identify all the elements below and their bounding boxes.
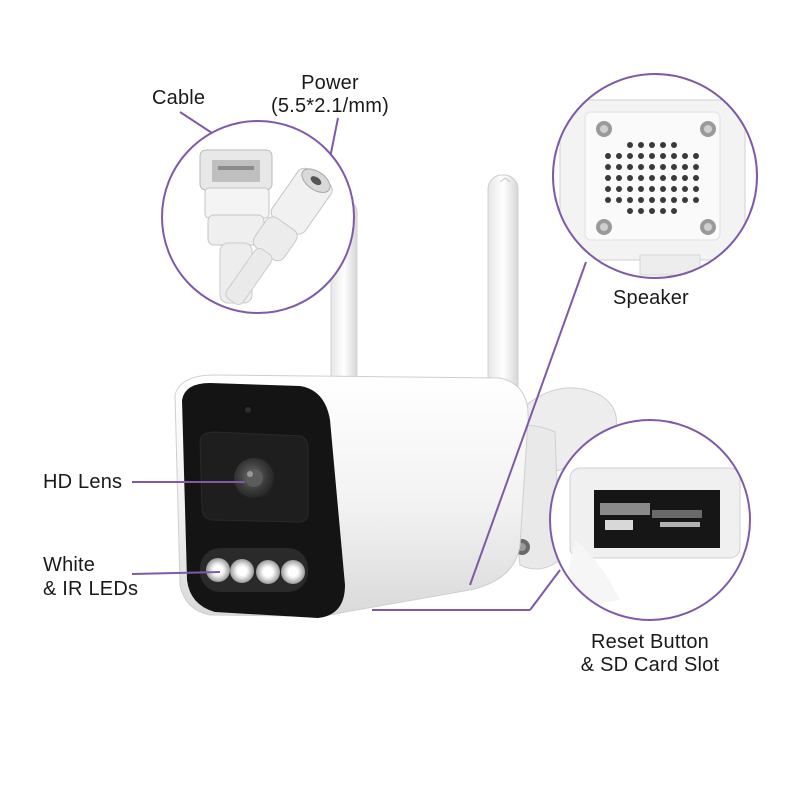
camera-body	[174, 374, 529, 618]
speaker-hole	[638, 175, 644, 181]
cable-label: Cable	[152, 87, 206, 109]
speaker-hole	[660, 197, 666, 203]
reset-label-line1: Reset Button	[590, 631, 710, 653]
speaker-hole	[649, 153, 655, 159]
callout-lines	[131, 111, 587, 611]
speaker-hole	[627, 208, 633, 214]
speaker-hole	[638, 153, 644, 159]
speaker-hole	[693, 164, 699, 170]
speaker-hole	[660, 186, 666, 192]
speaker-hole	[671, 175, 677, 181]
speaker-hole	[627, 142, 633, 148]
speaker-hole	[627, 164, 633, 170]
speaker-hole	[649, 142, 655, 148]
speaker-hole	[616, 197, 622, 203]
speaker-hole	[671, 197, 677, 203]
speaker-hole	[693, 197, 699, 203]
speaker-hole	[682, 164, 688, 170]
speaker-hole	[638, 164, 644, 170]
speaker-hole	[649, 197, 655, 203]
power-label-line1: Power	[301, 72, 359, 94]
leds-callout-line	[131, 571, 221, 575]
speaker-hole	[627, 175, 633, 181]
speaker-hole	[682, 175, 688, 181]
speaker-hole	[671, 208, 677, 214]
reset-sd-detail-circle	[549, 419, 751, 621]
speaker-hole	[638, 197, 644, 203]
speaker-hole	[649, 164, 655, 170]
speaker-hole	[605, 153, 611, 159]
speaker-hole	[693, 175, 699, 181]
leds-label-line1: White	[43, 554, 96, 576]
power-callout-line	[329, 117, 339, 159]
speaker-detail-circle	[552, 73, 758, 279]
speaker-hole	[616, 153, 622, 159]
cable-connector-icon	[199, 149, 333, 305]
speaker-hole	[638, 142, 644, 148]
speaker-hole	[671, 164, 677, 170]
speaker-hole	[682, 153, 688, 159]
speaker-grille-icon	[559, 99, 746, 276]
speaker-hole	[660, 175, 666, 181]
speaker-hole	[627, 153, 633, 159]
speaker-hole	[693, 153, 699, 159]
speaker-hole	[616, 175, 622, 181]
speaker-hole	[616, 186, 622, 192]
reset-callout-line-a	[529, 569, 561, 611]
speaker-hole	[693, 186, 699, 192]
leds-label-line2: & IR LEDs	[43, 578, 139, 600]
speaker-hole	[671, 153, 677, 159]
speaker-hole	[605, 197, 611, 203]
speaker-hole	[638, 186, 644, 192]
speaker-hole	[649, 208, 655, 214]
speaker-hole	[660, 142, 666, 148]
cable-detail-circle	[161, 120, 355, 314]
speaker-hole	[605, 164, 611, 170]
speaker-hole	[682, 197, 688, 203]
speaker-hole	[605, 175, 611, 181]
speaker-callout-line	[469, 261, 587, 586]
cable-callout-line	[179, 111, 213, 134]
speaker-label: Speaker	[613, 287, 689, 309]
speaker-hole	[671, 142, 677, 148]
speaker-hole	[660, 164, 666, 170]
speaker-hole	[627, 186, 633, 192]
speaker-hole	[649, 186, 655, 192]
speaker-hole	[627, 197, 633, 203]
speaker-hole	[638, 208, 644, 214]
speaker-hole	[616, 164, 622, 170]
speaker-hole	[671, 186, 677, 192]
hd-lens-label: HD Lens	[43, 471, 123, 493]
speaker-hole	[649, 175, 655, 181]
power-label-line2: (5.5*2.1/mm)	[271, 95, 389, 117]
reset-label-line2: & SD Card Slot	[580, 654, 720, 676]
speaker-hole	[605, 186, 611, 192]
speaker-hole	[660, 208, 666, 214]
speaker-hole	[682, 186, 688, 192]
speaker-hole	[660, 153, 666, 159]
